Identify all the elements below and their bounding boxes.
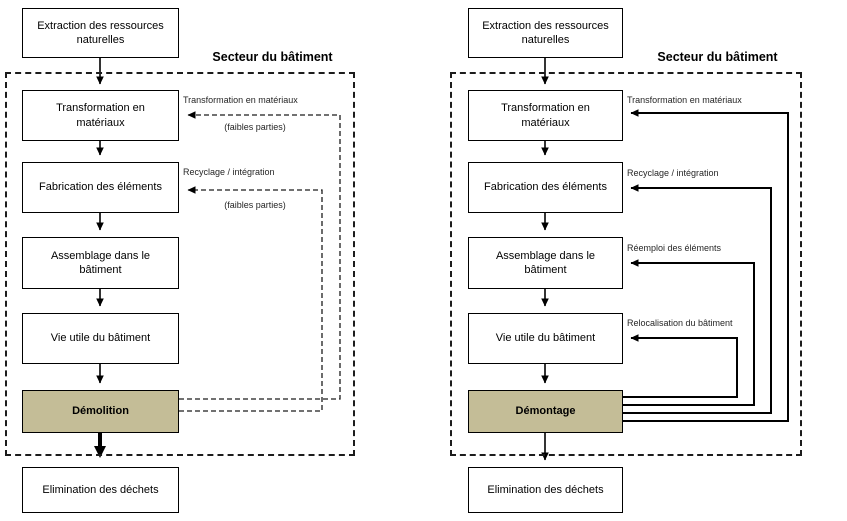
feedback-label-right-transformation: Transformation en matériaux [627,95,742,105]
box-right-fabrication: Fabrication des éléments [468,162,623,213]
box-right-elimination: Elimination des déchets [468,467,623,513]
feedback-note-left-transformation: (faibles parties) [224,122,286,132]
feedback-label-left-recyclage: Recyclage / intégration [183,167,275,177]
feedback-label-right-reemploi: Réemploi des éléments [627,243,722,253]
box-left-transformation: Transformation en matériaux [22,90,179,141]
box-left-fabrication: Fabrication des éléments [22,162,179,213]
box-right-demontage: Démontage [468,390,623,433]
feedback-label-right-recyclage: Recyclage / intégration [627,168,719,178]
box-right-extraction: Extraction des ressources naturelles [468,8,623,58]
sector-label-left: Secteur du bâtiment [212,50,333,64]
sector-border-right [450,72,802,456]
sector-border-left [5,72,355,456]
sector-label-right: Secteur du bâtiment [657,50,778,64]
box-left-demolition: Démolition [22,390,179,433]
box-left-vie-utile: Vie utile du bâtiment [22,313,179,364]
feedback-label-right-relocalisation: Relocalisation du bâtiment [627,318,733,328]
box-right-assemblage: Assemblage dans le bâtiment [468,237,623,289]
box-left-assemblage: Assemblage dans le bâtiment [22,237,179,289]
box-right-vie-utile: Vie utile du bâtiment [468,313,623,364]
box-right-transformation: Transformation en matériaux [468,90,623,141]
feedback-label-left-transformation: Transformation en matériaux [183,95,298,105]
box-left-elimination: Elimination des déchets [22,467,179,513]
box-left-extraction: Extraction des ressources naturelles [22,8,179,58]
feedback-note-left-recyclage: (faibles parties) [224,200,286,210]
